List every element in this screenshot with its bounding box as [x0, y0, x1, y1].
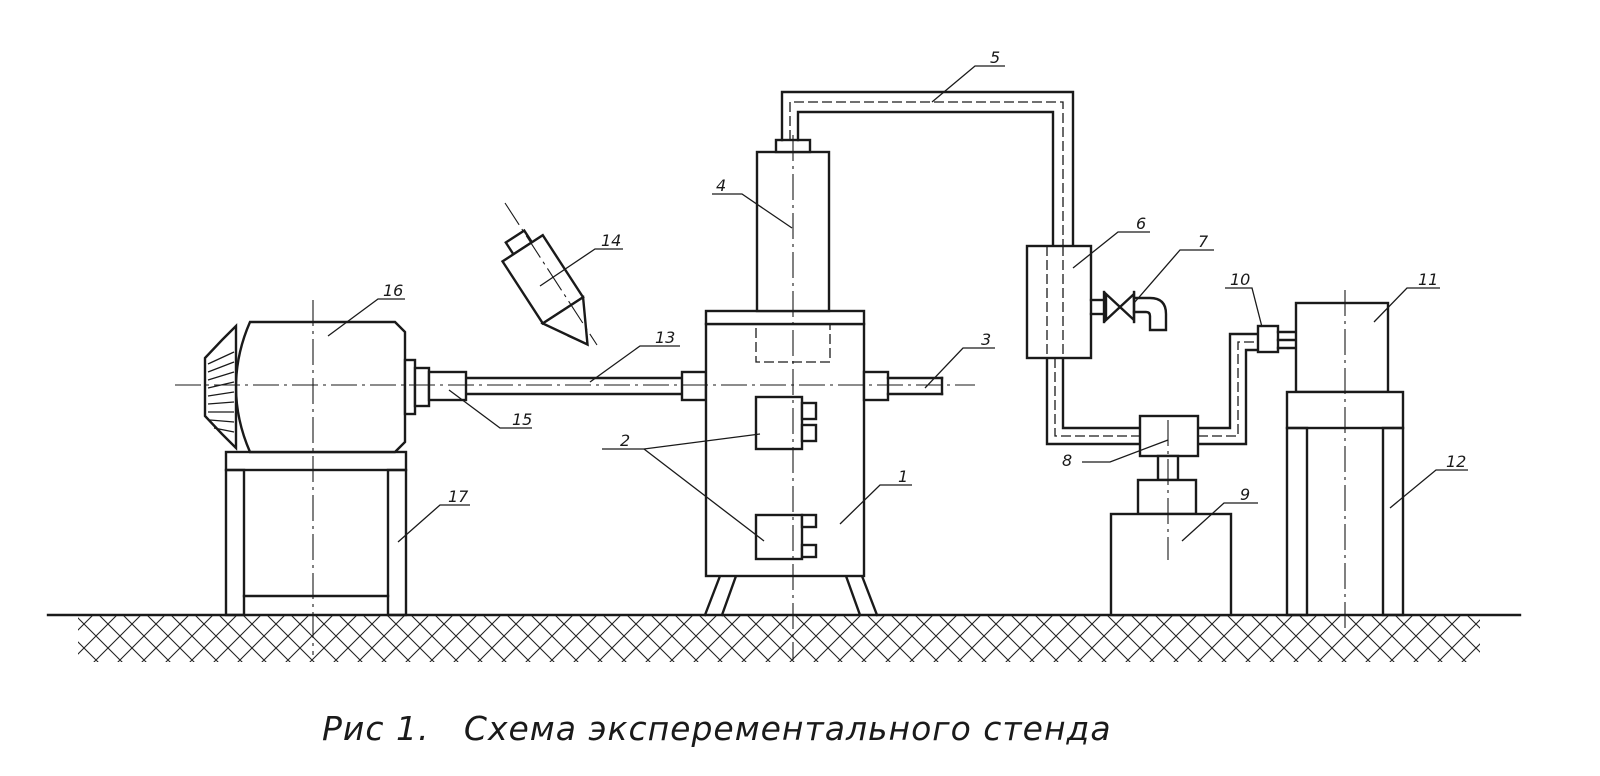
pump	[1109, 414, 1233, 617]
label-15: 15	[512, 410, 532, 429]
label-14: 14	[601, 231, 621, 250]
label-4: 4	[716, 176, 726, 195]
axis-lines	[175, 135, 1346, 660]
pyrometer	[500, 228, 589, 347]
main-vessel	[703, 309, 944, 617]
label-10: 10	[1230, 270, 1250, 289]
heat-exchanger	[1025, 244, 1106, 360]
label-17: 17	[448, 487, 469, 506]
label-16: 16	[383, 281, 403, 300]
label-7: 7	[1198, 232, 1209, 251]
motor-stand	[224, 450, 408, 617]
part-labels: 1 2 3 4 5 6 7 8 9 10 11 12 13 14 15 16 1…	[383, 48, 1466, 506]
label-2: 2	[620, 431, 630, 450]
label-11: 11	[1418, 270, 1438, 289]
connector	[1256, 324, 1298, 354]
valve-icon	[1102, 290, 1168, 332]
shaft	[427, 370, 708, 402]
ground	[46, 613, 1522, 662]
label-6: 6	[1136, 214, 1146, 233]
label-12: 12	[1446, 452, 1466, 471]
instrument	[1294, 301, 1390, 394]
sensors	[754, 395, 818, 561]
label-13: 13	[655, 328, 675, 347]
figure-caption: Рис 1. Схема эксперементального стенда	[322, 709, 1112, 748]
leader-lines	[327, 65, 1468, 543]
electric-motor	[203, 320, 431, 454]
label-3: 3	[981, 330, 991, 349]
pipeline	[780, 90, 1260, 446]
label-8: 8	[1062, 451, 1072, 470]
label-1: 1	[898, 467, 908, 486]
label-9: 9	[1240, 485, 1250, 504]
label-5: 5	[990, 48, 1000, 67]
